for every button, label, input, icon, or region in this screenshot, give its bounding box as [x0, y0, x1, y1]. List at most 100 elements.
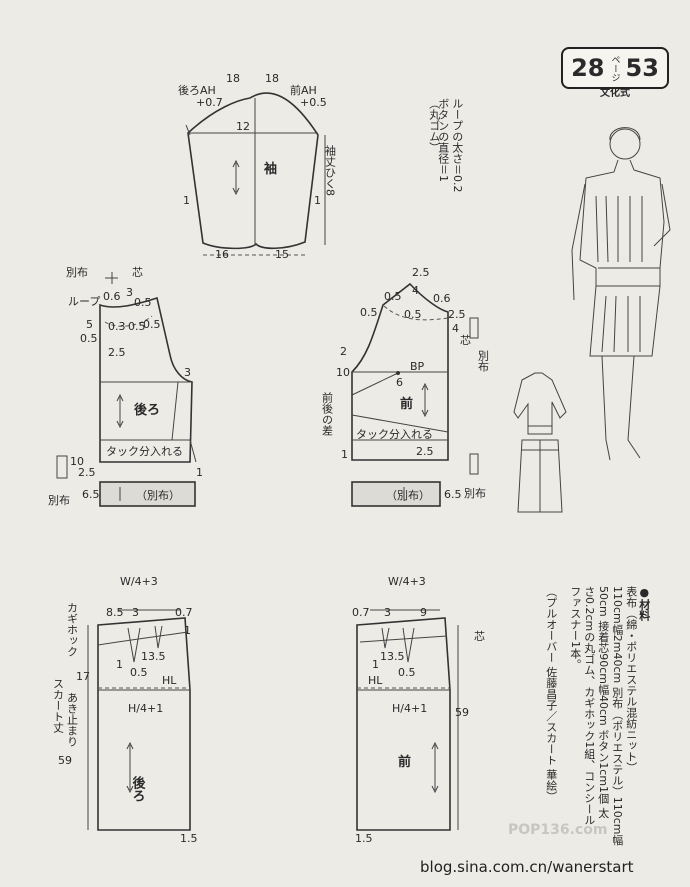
front-skirt-hem: 1.5	[355, 832, 373, 845]
front-n65: 6.5	[444, 488, 462, 501]
back-skirt-n85: 8.5	[106, 606, 124, 619]
page-word: ページ	[609, 54, 620, 82]
button-note-1: ボタンの直径＝1	[436, 98, 450, 182]
front-interfacing: 芯	[460, 333, 471, 347]
back-skirt-n17: 17	[76, 670, 90, 683]
back-n06: 0.6	[103, 290, 121, 303]
front-bp: BP	[410, 360, 425, 373]
model-illustration	[571, 127, 671, 461]
button-note-3: （丸ゴム）	[427, 98, 441, 153]
back-n1: 1	[196, 466, 203, 479]
front-n05: 0.5	[384, 290, 402, 303]
back-skirt-hl: HL	[162, 674, 177, 687]
front-skirt-n1: 1	[372, 658, 379, 671]
back-facing-label: 別布	[66, 266, 88, 279]
front-n10: 10	[336, 366, 350, 379]
back-skirt-n1b: 1	[116, 658, 123, 671]
sleeve-top-right: 18	[265, 72, 279, 85]
back-n5: 5	[86, 318, 93, 331]
front-skirt-n9: 9	[420, 606, 427, 619]
sleeve-cap-height: 12	[236, 120, 250, 133]
back-n05c: 0.5	[143, 318, 161, 331]
front-skirt-len59: 59	[455, 706, 469, 719]
front-bodice-label: 前	[400, 396, 413, 412]
front-n25b: 2.5	[448, 308, 466, 321]
back-interfacing-label: 芯	[132, 265, 143, 279]
back-skirt-h: H/4+1	[128, 702, 163, 715]
front-n05c: 0.5	[404, 308, 422, 321]
materials-line-2: 110cm幅2m40cm 別布（ポリエステル）110cm幅	[610, 586, 624, 846]
back-n05b: 0.5	[128, 320, 146, 333]
front-skirt-n07: 0.7	[352, 606, 370, 619]
front-n25: 2.5	[412, 266, 430, 279]
sleeve-front-ah: 前AH	[290, 83, 317, 97]
sleeve-side-right: 1	[314, 194, 321, 207]
back-skirt-n07: 0.7	[175, 606, 193, 619]
page-number-b: 53	[625, 54, 659, 82]
back-n05d: 0.5	[80, 332, 98, 345]
materials-line-1: 表布（綿・ポリエステル混紡ニット）	[624, 586, 638, 773]
button-note-2: ループの太さ＝0.2	[450, 98, 464, 193]
publisher-label: 文化式	[600, 88, 630, 99]
back-n3: 3	[126, 286, 133, 299]
sleeve-bottom-right: 15	[275, 248, 289, 261]
back-n3b: 3	[184, 366, 191, 379]
front-skirt-h: H/4+1	[392, 702, 427, 715]
back-skirt-length: スカート丈	[52, 678, 65, 734]
back-bessu-label: 別布	[48, 494, 70, 507]
page-number-a: 28	[571, 54, 605, 82]
front-n6: 6	[396, 376, 403, 389]
front-n1: 1	[341, 448, 348, 461]
sleeve-back-ah: 後ろAH	[178, 83, 216, 97]
back-skirt-hem: 1.5	[180, 832, 198, 845]
back-skirt-n135: 13.5	[141, 650, 166, 663]
sleeve-side-left: 1	[183, 194, 190, 207]
back-n10: 10	[70, 455, 84, 468]
materials-line-3: 50cm 接着芯90cm幅40cm ボタン1cm1個 太	[596, 586, 610, 819]
back-skirt-len59: 59	[58, 754, 72, 767]
front-skirt-n135: 13.5	[380, 650, 405, 663]
front-skirt-pattern: W/4+3 0.7 3 9 芯 13.5 0.5 HL H/4+1 前 59 1…	[352, 575, 485, 845]
back-skirt-opening: あき止まり	[66, 692, 79, 747]
back-n65: 6.5	[82, 488, 100, 501]
back-skirt-pattern: W/4+3 カギホック 8.5 3 0.7 1 13.5 0.5 HL H/4+…	[52, 575, 198, 845]
back-skirt-w: W/4+3	[120, 575, 158, 588]
back-n03: 0.3	[108, 320, 126, 333]
front-n06: 0.6	[433, 292, 451, 305]
back-loop-label: ループ	[68, 295, 100, 308]
front-n2: 2	[340, 345, 347, 358]
front-bessu: 別布	[477, 350, 490, 373]
front-n4b: 4	[452, 322, 459, 335]
front-tuck-label: タック分入れる	[356, 428, 433, 441]
sleeve-top-left: 18	[226, 72, 240, 85]
back-skirt-n05: 0.5	[130, 666, 148, 679]
sleeve-front-ah-add: +0.5	[300, 96, 327, 109]
front-diff: 前後の差	[321, 391, 334, 436]
front-skirt-shin: 芯	[474, 629, 485, 643]
back-tuck-label: タック分入れる	[106, 445, 183, 458]
back-n05a: 0.5	[134, 296, 152, 309]
front-skirt-w: W/4+3	[388, 575, 426, 588]
front-band-label: （別布）	[386, 489, 430, 502]
back-n25: 2.5	[108, 346, 126, 359]
front-bodice-pattern: 2.5 4 0.6 0.5 2.5 0.5 0.5 4 2 芯 別布 BP 10…	[321, 266, 490, 507]
sleeve-bottom-left: 16	[215, 248, 229, 261]
watermark: POP136.com	[508, 822, 608, 838]
back-skirt-label: 後ろ	[130, 775, 146, 802]
materials-title: ●材料	[637, 586, 651, 621]
flat-sketch	[513, 372, 567, 513]
front-n25c: 2.5	[416, 445, 434, 458]
front-skirt-n05: 0.5	[398, 666, 416, 679]
sleeve-back-ah-add: +0.7	[196, 96, 223, 109]
front-skirt-hl: HL	[368, 674, 383, 687]
back-n25b: 2.5	[78, 466, 96, 479]
back-bodice-label: 後ろ	[134, 402, 160, 418]
back-bodice-pattern: 別布 芯 ループ 0.6 3 0.5 0.3 0.5 0.5 5 0.5 2.5…	[48, 265, 203, 507]
back-skirt-n3: 3	[132, 606, 139, 619]
materials-line-5: ファスナー1本。	[568, 586, 582, 670]
page-number-badge: 28 ページ 53	[561, 47, 669, 89]
front-skirt-label: 前	[398, 754, 411, 770]
front-bessu2: 別布	[464, 487, 486, 500]
